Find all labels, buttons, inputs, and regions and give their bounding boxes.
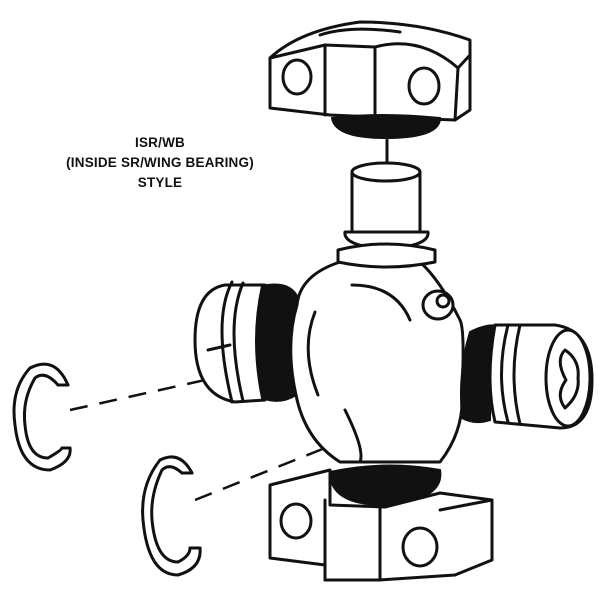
snap-ring-1 [12,362,72,472]
left-bearing-cup [193,280,300,404]
bottom-seal [328,464,442,507]
bottom-bearing-cap [268,468,494,582]
style-label: ISR/WB (INSIDE SR/WING BEARING) STYLE [30,133,290,193]
snap-ring-2 [141,455,202,577]
label-line-3: STYLE [137,175,183,190]
label-line-2: (INSIDE SR/WING BEARING) [66,155,254,170]
top-seal [330,114,442,140]
right-bearing-cup [460,323,594,430]
label-line-1: ISR/WB [135,135,185,150]
top-trunnion [336,161,437,269]
top-bearing-cap [268,20,472,122]
cross-body [289,260,465,464]
